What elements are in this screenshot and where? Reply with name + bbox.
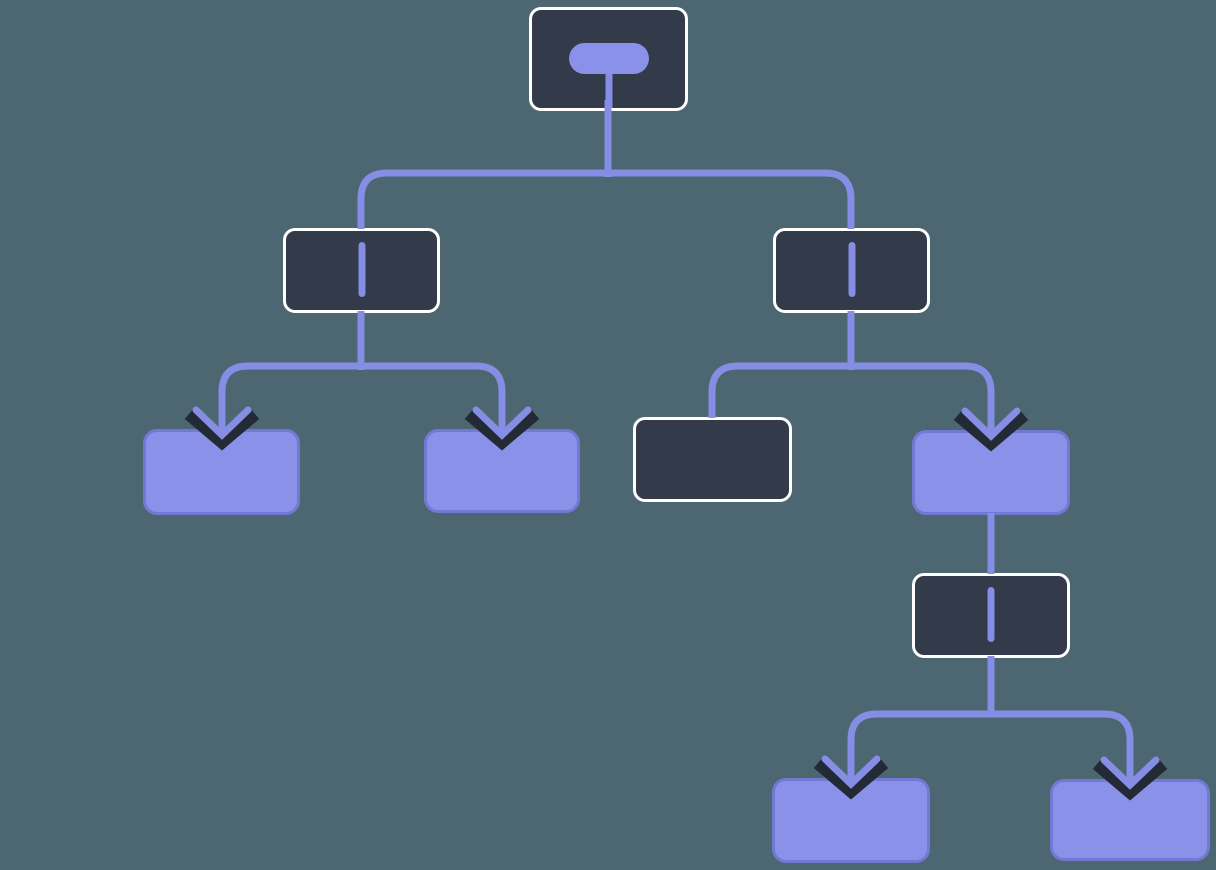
- leaf-node-2: [424, 429, 580, 513]
- node-stem: [605, 68, 612, 108]
- node-passthrough-bar: [987, 587, 995, 642]
- edge-rail-bottom: [847, 710, 1134, 785]
- leaf-node-4: [1050, 779, 1210, 861]
- branch-node-bottom: [912, 573, 1070, 658]
- branch-node-left: [283, 228, 440, 313]
- edge-rail-left-subtree: [218, 362, 506, 435]
- leaf-node-3: [772, 778, 930, 863]
- branch-node-right: [773, 228, 930, 313]
- leaf-node-1: [143, 429, 300, 515]
- child-node-dark: [633, 417, 792, 502]
- edge-rail-level-1: [357, 169, 855, 229]
- node-passthrough-bar: [358, 242, 365, 297]
- node-passthrough-bar: [848, 242, 855, 297]
- node-pill-icon: [568, 43, 649, 74]
- child-node-purple: [912, 430, 1070, 515]
- root-node: [529, 7, 688, 111]
